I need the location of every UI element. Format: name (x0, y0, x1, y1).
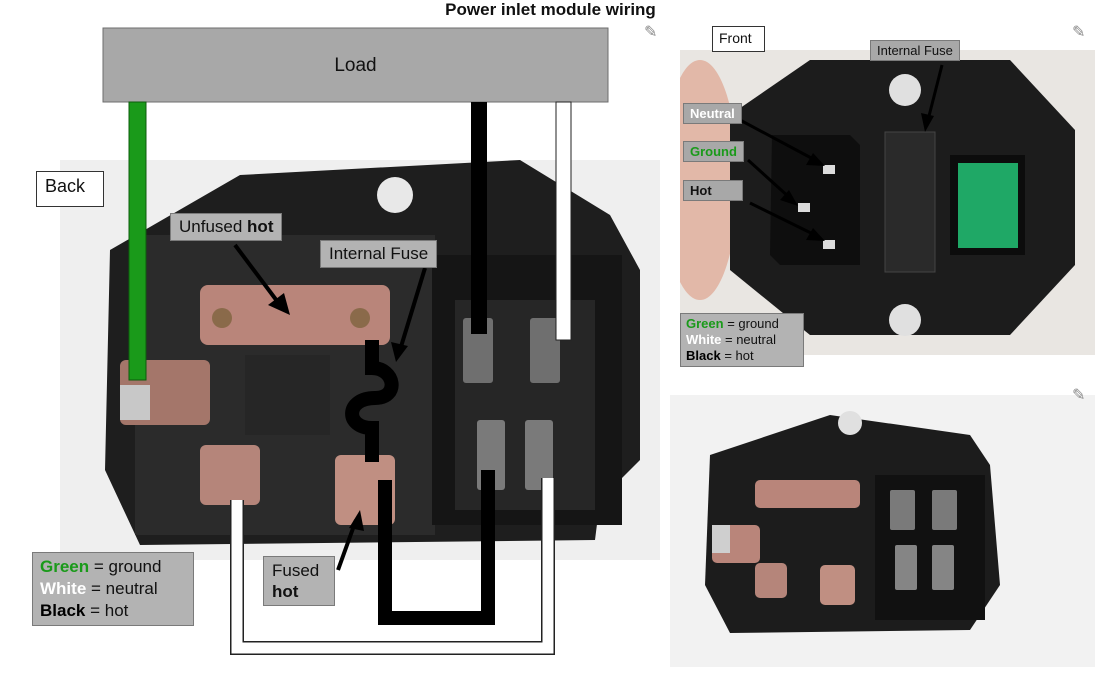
tab-screw-1 (212, 308, 232, 328)
fuse-arrow-line (398, 267, 427, 351)
front-legend-row-ground: Green = ground (686, 316, 779, 331)
load-label: Load (334, 55, 377, 76)
pencil-icon[interactable]: ✎ (1072, 24, 1086, 41)
back-diagram (60, 27, 660, 655)
hot-wire-load (471, 102, 487, 334)
front-diagram (680, 50, 1095, 355)
angled-hole (838, 411, 862, 435)
front-legend-row-hot: Black = hot (686, 348, 754, 363)
front-internal-fuse-label: Internal Fuse (870, 40, 960, 61)
fused-hot-label: Fused hot (263, 556, 335, 606)
angled-back-photo (670, 395, 1095, 667)
legend-row-hot: Black = hot (40, 601, 129, 620)
ground-label: Ground (683, 141, 744, 162)
ground-clip (120, 385, 150, 420)
back-legend: Green = ground White = neutral Black = h… (32, 552, 194, 626)
fuse-drawer (884, 131, 936, 273)
fuse-arrow-head (391, 342, 408, 362)
ground-wire (128, 101, 147, 381)
switch-terminal-2 (530, 318, 560, 383)
fuse-wire (345, 340, 399, 462)
tab-screw-2 (350, 308, 370, 328)
front-label: Front (712, 26, 765, 52)
front-legend: Green = ground White = neutral Black = h… (680, 313, 804, 367)
pin-neutral (823, 165, 835, 174)
load-box (102, 27, 609, 103)
pencil-icon[interactable]: ✎ (1072, 387, 1086, 404)
front-legend-row-neutral: White = neutral (686, 332, 776, 347)
neutral-terminal (200, 445, 260, 505)
neutral-loop-wire (231, 478, 554, 654)
unfused-hot-label: Unfused hot (170, 213, 283, 241)
hot-label: Hot (683, 180, 743, 201)
pin-ground (798, 203, 810, 212)
legend-row-neutral: White = neutral (40, 579, 158, 598)
unfused-arrow-line (233, 243, 282, 307)
switch-terminal-1 (463, 318, 493, 383)
fused-hot-wire (378, 470, 495, 625)
unfused-arrow-head (268, 293, 290, 315)
front-hole-bottom (889, 304, 921, 336)
pin-hot (823, 240, 835, 249)
legend-row-ground: Green = ground (40, 557, 162, 576)
unfused-hot-prefix: Unfused (179, 217, 248, 236)
pencil-icon[interactable]: ✎ (644, 24, 658, 41)
iec-socket (770, 135, 860, 265)
rocker-switch (958, 163, 1018, 248)
unfused-hot-bold: hot (247, 217, 274, 236)
internal-fuse-label: Internal Fuse (320, 240, 438, 268)
unfused-hot-tab (200, 285, 390, 345)
fused-arrow-head (349, 510, 364, 531)
front-hole-top (889, 74, 921, 106)
angled-hot-tab (755, 480, 860, 508)
molded-rating-area (245, 355, 330, 435)
fused-hot-line2: hot (272, 582, 299, 601)
switch-terminal-4 (525, 420, 553, 490)
page-title: Power inlet module wiring (445, 0, 656, 19)
fused-hot-line1: Fused (272, 561, 320, 580)
neutral-label: Neutral (683, 103, 742, 124)
back-label: Back (36, 171, 104, 207)
mounting-hole (377, 177, 413, 213)
neutral-wire-load (555, 101, 572, 341)
